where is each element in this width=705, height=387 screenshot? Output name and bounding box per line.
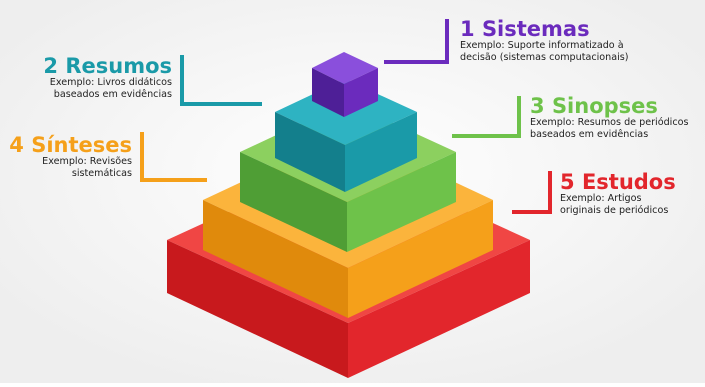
level-3-desc-line2: baseados em evidências — [530, 129, 649, 140]
level-3-title: 3 Sinopses — [530, 95, 689, 117]
level-3-name: Sinopses — [551, 94, 658, 118]
level-2-desc-line2: baseados em evidências — [53, 89, 172, 100]
level-4-label: 4 Sínteses Exemplo: Revisões sistemática… — [5, 134, 132, 180]
level-1-desc-line1: Exemplo: Suporte informatizado à — [460, 40, 624, 51]
level-4-name: Sínteses — [31, 133, 132, 157]
level-2-title: 2 Resumos — [12, 55, 172, 77]
level-5-title: 5 Estudos — [560, 171, 676, 193]
level-4-desc-line2: sistemáticas — [71, 168, 132, 179]
level-5-name: Estudos — [581, 170, 676, 194]
connector-line-5 — [512, 171, 552, 214]
level-1-name: Sistemas — [481, 17, 590, 41]
level-1-title: 1 Sistemas — [460, 18, 629, 40]
level-5-label: 5 Estudos Exemplo: Artigos originais de … — [560, 171, 676, 217]
level-2-label: 2 Resumos Exemplo: Livros didáticos base… — [12, 55, 172, 101]
level-1-desc-line2: decisão (sistemas computacionais) — [460, 52, 629, 63]
connector-line-1 — [384, 19, 449, 64]
level-4-title: 4 Sínteses — [5, 134, 132, 156]
connector-line-2 — [180, 55, 262, 106]
level-4-desc-line1: Exemplo: Revisões — [42, 156, 132, 167]
level-5-desc-line1: Exemplo: Artigos — [560, 193, 642, 204]
level-1-label: 1 Sistemas Exemplo: Suporte informatizad… — [460, 18, 629, 64]
layer-1-block — [312, 52, 378, 117]
level-1-number: 1 — [460, 17, 475, 41]
level-3-desc-line1: Exemplo: Resumos de periódicos — [530, 117, 689, 128]
level-5-number: 5 — [560, 170, 575, 194]
connector-line-4 — [140, 132, 207, 182]
level-4-number: 4 — [9, 133, 24, 157]
level-2-desc-line1: Exemplo: Livros didáticos — [49, 77, 172, 88]
level-2-name: Resumos — [65, 54, 172, 78]
level-3-label: 3 Sinopses Exemplo: Resumos de periódico… — [530, 95, 689, 141]
level-2-number: 2 — [43, 54, 59, 78]
connector-line-3 — [452, 96, 521, 138]
level-5-desc-line2: originais de periódicos — [560, 205, 669, 216]
level-3-number: 3 — [530, 94, 545, 118]
